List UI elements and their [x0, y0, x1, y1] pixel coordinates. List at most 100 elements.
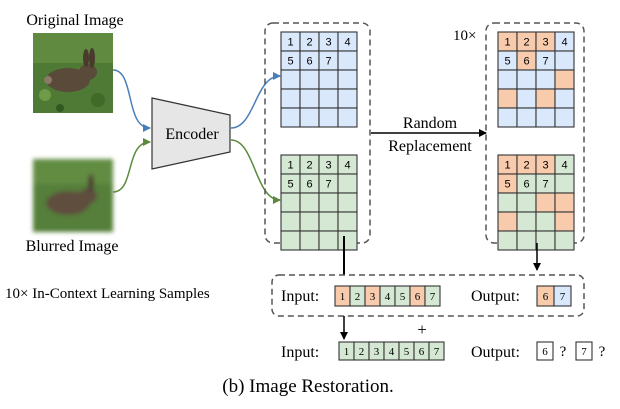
replaced-bottom-cell — [554, 173, 575, 194]
arrow-encoder-to-blue-grid — [230, 72, 281, 129]
green-grid-number: 7 — [325, 179, 331, 191]
blue-grid-cell — [318, 69, 339, 90]
green-grid-cell — [280, 211, 301, 232]
encoder-label: Encoder — [165, 126, 219, 143]
green-grid-cell — [337, 173, 358, 194]
query-input-token: 4 — [389, 346, 395, 358]
replaced-top-cell — [497, 88, 518, 109]
blue-grid-cell — [318, 107, 339, 128]
replacement-label: Replacement — [388, 138, 472, 155]
question-mark: ? — [599, 344, 606, 360]
blue-grid-cell — [299, 107, 320, 128]
icl-input-token: 2 — [355, 291, 361, 303]
query-input-label: Input: — [281, 344, 319, 361]
icl-output-token: 7 — [560, 291, 566, 303]
green-grid-cell — [318, 230, 339, 251]
green-grid-cell — [299, 230, 320, 251]
replaced-bottom-number: 2 — [523, 160, 529, 172]
green-grid-cell — [299, 192, 320, 213]
replaced-top-number: 2 — [523, 37, 529, 49]
blue-grid-cell — [337, 107, 358, 128]
replaced-bottom-cell — [497, 192, 518, 213]
green-grid-number: 2 — [306, 160, 312, 172]
replaced-top-cell — [497, 107, 518, 128]
blue-grid-cell — [280, 107, 301, 128]
green-grid-cell — [337, 230, 358, 251]
replaced-top-cell — [516, 69, 537, 90]
query-input-token: 2 — [359, 346, 365, 358]
icl-samples-label: 10× In-Context Learning Samples — [5, 286, 210, 302]
icl-input-token: 1 — [340, 291, 346, 303]
query-input-token: 1 — [344, 346, 350, 358]
replaced-bottom-number: 5 — [504, 179, 510, 191]
replaced-bottom-cell — [516, 230, 537, 251]
icl-input-token: 7 — [430, 291, 436, 303]
replaced-top-number: 1 — [504, 37, 510, 49]
blue-grid-cell — [337, 50, 358, 71]
blue-grid-number: 7 — [325, 56, 331, 68]
replaced-bottom-cell — [516, 211, 537, 232]
query-input-token: 6 — [419, 346, 425, 358]
icl-output-token-box — [553, 285, 572, 307]
replaced-bottom-cell — [497, 211, 518, 232]
blue-grid-cell — [337, 88, 358, 109]
icl-output-label: Output: — [471, 288, 520, 305]
random-label: Random — [403, 115, 458, 132]
blue-grid-number: 3 — [325, 37, 331, 49]
replaced-top-number: 6 — [523, 56, 529, 68]
replaced-bottom-cell — [554, 211, 575, 232]
green-grid-cell — [337, 192, 358, 213]
query-output-label: Output: — [471, 344, 520, 361]
replaced-top-number: 7 — [542, 56, 548, 68]
replaced-bottom-number: 7 — [542, 179, 548, 191]
query-output-token: 6 — [542, 346, 548, 358]
replaced-top-cell — [535, 69, 556, 90]
replaced-top-cell — [535, 107, 556, 128]
green-grid-number: 4 — [344, 160, 350, 172]
icl-input-token: 5 — [400, 291, 406, 303]
replaced-bottom-cell — [497, 230, 518, 251]
blue-grid-cell — [299, 69, 320, 90]
replaced-top-cell — [554, 88, 575, 109]
replaced-bottom-cell — [554, 192, 575, 213]
query-output-token: 7 — [581, 346, 587, 358]
blue-grid-cell — [280, 88, 301, 109]
blue-grid-cell — [299, 88, 320, 109]
replaced-bottom-number: 4 — [561, 160, 567, 172]
green-grid-cell — [280, 230, 301, 251]
icl-input-token: 3 — [370, 291, 376, 303]
plus-sign: + — [417, 320, 427, 339]
blue-grid-cell — [318, 88, 339, 109]
green-grid-cell — [299, 211, 320, 232]
green-grid-cell — [318, 192, 339, 213]
replaced-bottom-cell — [535, 211, 556, 232]
replaced-top-number: 3 — [542, 37, 548, 49]
replaced-bottom-number: 3 — [542, 160, 548, 172]
ten-x-top-label: 10× — [453, 28, 476, 44]
encoder-block — [151, 97, 231, 170]
replaced-bottom-cell — [516, 192, 537, 213]
icl-samples-container — [271, 274, 585, 317]
green-grid-number: 1 — [287, 160, 293, 172]
green-grid-cell — [318, 211, 339, 232]
icl-input-token-box — [424, 285, 441, 307]
replaced-top-cell — [516, 88, 537, 109]
query-input-token: 5 — [404, 346, 410, 358]
blue-grid-number: 5 — [287, 56, 293, 68]
query-input-token-box — [428, 341, 445, 361]
blurred-image — [33, 159, 113, 232]
icl-output-token: 6 — [543, 291, 549, 303]
replaced-top-cell — [497, 69, 518, 90]
query-output-token-box — [536, 341, 554, 361]
query-input-token: 3 — [374, 346, 380, 358]
blurred-image-label: Blurred Image — [26, 238, 119, 255]
blue-grid-number: 1 — [287, 37, 293, 49]
